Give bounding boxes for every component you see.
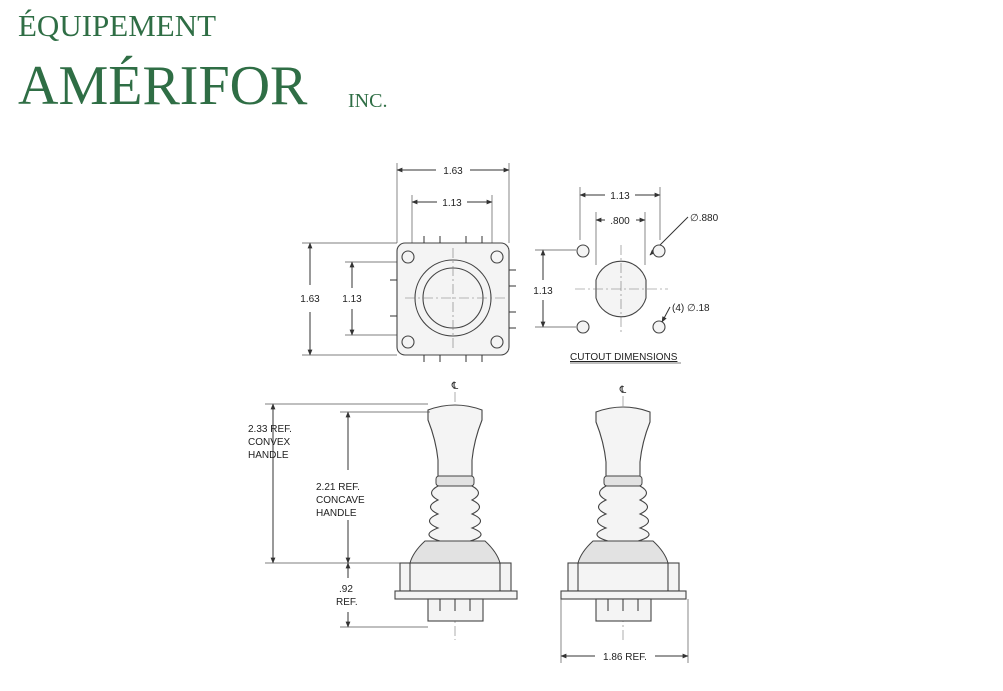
- side-view: ℄ 2.33 REF. CONVEX HANDLE 2.21 REF. CONC…: [248, 381, 518, 640]
- cutout-mount-hole: [576, 320, 590, 334]
- cutout-mount-hole: [652, 244, 666, 258]
- side-handle-collar: [435, 475, 475, 487]
- front-bellows-boot: [596, 485, 650, 542]
- cutout-mount-hole: [576, 244, 590, 258]
- convex-handle-label-2: CONVEX: [248, 437, 291, 448]
- top-inner-height-label: 1.13: [342, 294, 362, 305]
- cutout-center-diameter-label: ∅.880: [690, 213, 719, 224]
- below-mount-label-1: .92: [339, 584, 353, 595]
- side-bellows-boot: [428, 485, 482, 542]
- logo-line-equipement: ÉQUIPEMENT: [18, 8, 217, 43]
- concave-handle-label-3: HANDLE: [316, 508, 357, 519]
- front-centerline-symbol: ℄: [619, 385, 627, 396]
- front-flange: [560, 590, 687, 600]
- top-view-mount-hole: [401, 335, 415, 349]
- front-view: ℄ 1.86 REF.: [560, 385, 689, 663]
- top-inner-width-label: 1.13: [442, 198, 462, 209]
- convex-handle-label-1: 2.33 REF.: [248, 424, 292, 435]
- cutout-center-width-label: .800: [610, 216, 630, 227]
- cutout-mount-hole: [652, 320, 666, 334]
- below-mount-label-2: REF.: [336, 597, 358, 608]
- side-housing: [399, 562, 512, 592]
- front-housing: [567, 562, 680, 592]
- cutout-vertical-spacing-label: 1.13: [533, 286, 553, 297]
- convex-handle-label-3: HANDLE: [248, 450, 289, 461]
- concave-handle-label-2: CONCAVE: [316, 495, 365, 506]
- logo-suffix-inc: INC.: [348, 90, 388, 112]
- front-handle-collar: [603, 475, 643, 487]
- side-flange: [394, 590, 518, 600]
- side-handle-grip: [427, 404, 483, 481]
- side-centerline-symbol: ℄: [451, 381, 459, 392]
- side-boot-base: [409, 540, 501, 564]
- front-handle-grip: [595, 406, 651, 481]
- top-view: 1.63 1.13 1.63 1.13: [300, 163, 516, 362]
- top-view-mount-hole: [490, 335, 504, 349]
- cutout-view: 1.13 .800 ∅.880 1.13 (4) ∅.18 CUTOUT DIM…: [533, 187, 719, 364]
- front-boot-base: [577, 540, 669, 564]
- cutout-mount-holes-label: (4) ∅.18: [672, 303, 710, 314]
- top-overall-width-label: 1.63: [443, 166, 463, 177]
- cutout-hole-spacing-label: 1.13: [610, 191, 630, 202]
- front-base-width-label: 1.86 REF.: [603, 652, 647, 663]
- cutout-dimensions-title: CUTOUT DIMENSIONS: [570, 352, 678, 363]
- logo-line-amerifor: AMÉRIFOR: [18, 55, 308, 117]
- concave-handle-label-1: 2.21 REF.: [316, 482, 360, 493]
- top-view-mount-hole: [401, 250, 415, 264]
- top-overall-height-label: 1.63: [300, 294, 320, 305]
- top-view-mount-hole: [490, 250, 504, 264]
